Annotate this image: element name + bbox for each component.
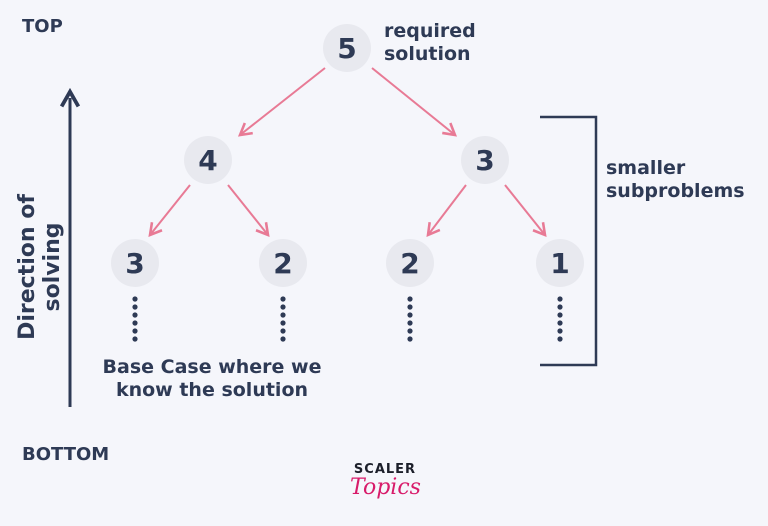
dot [407, 320, 413, 326]
dot [132, 312, 138, 318]
dot [557, 312, 563, 318]
top-label: TOP [22, 16, 63, 37]
node-2-leaf: 2 [259, 239, 307, 287]
node-3-leaf: 3 [111, 239, 159, 287]
bottom-label: BOTTOM [22, 444, 110, 465]
smaller-subproblems-label: smaller subproblems [606, 157, 745, 202]
subproblems-bracket [540, 115, 598, 367]
dot [280, 320, 286, 326]
dot [132, 328, 138, 334]
arrow-3-to-1 [504, 184, 547, 238]
dot [557, 320, 563, 326]
logo-wordmark-scaler: SCALER [353, 462, 417, 477]
dot [407, 336, 413, 342]
base-case-label: Base Case where we know the solution [102, 356, 322, 401]
dot [132, 304, 138, 310]
node-4: 4 [184, 136, 232, 184]
node-5: 5 [323, 24, 371, 72]
direction-label: Direction of solving [15, 194, 65, 340]
dot [557, 296, 563, 302]
dot [280, 328, 286, 334]
dot [407, 296, 413, 302]
scaler-topics-logo: SCALER Topics [350, 462, 421, 500]
node-3: 3 [461, 136, 509, 184]
dot [132, 336, 138, 342]
dot [557, 304, 563, 310]
dot [132, 296, 138, 302]
dot [280, 336, 286, 342]
dot [407, 312, 413, 318]
arrow-4-to-2 [227, 184, 270, 238]
dot [407, 328, 413, 334]
dot [280, 304, 286, 310]
dot [557, 328, 563, 334]
node-1-leaf: 1 [536, 239, 584, 287]
required-solution-label: required solution [384, 20, 476, 65]
ellipsis-dots [132, 296, 563, 342]
dot [280, 312, 286, 318]
dot [280, 296, 286, 302]
node-2-leaf-b: 2 [386, 239, 434, 287]
dot [557, 336, 563, 342]
dot [132, 320, 138, 326]
dot [407, 304, 413, 310]
arrow-4-to-3 [148, 184, 191, 238]
arrow-5-to-3 [371, 67, 458, 137]
arrow-5-to-4 [237, 67, 326, 137]
logo-wordmark-topics: Topics [350, 475, 421, 500]
arrow-3-to-2 [426, 184, 467, 238]
